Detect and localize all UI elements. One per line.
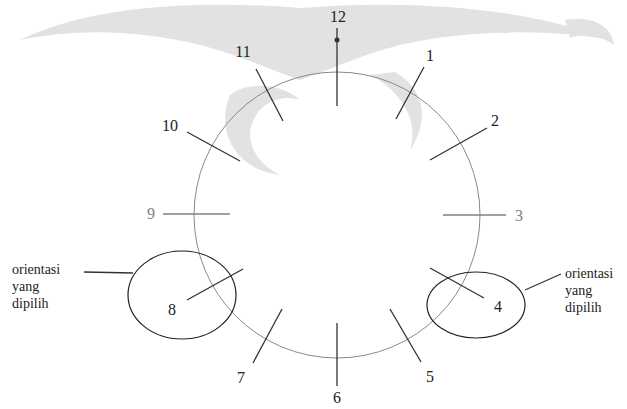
clock-number: 9 bbox=[147, 206, 155, 222]
ellipse-shape bbox=[128, 251, 236, 339]
clock-number: 8 bbox=[168, 302, 176, 318]
clock-number: 4 bbox=[494, 299, 502, 315]
clock-number: 10 bbox=[162, 118, 178, 134]
callout-note: orientasi yang dipilih bbox=[12, 262, 60, 312]
clock-circle bbox=[194, 72, 480, 358]
clock-number: 1 bbox=[426, 48, 434, 64]
leader-line bbox=[525, 274, 561, 290]
pin-dot bbox=[335, 38, 340, 43]
clock-number: 3 bbox=[515, 208, 523, 224]
clock-number: 11 bbox=[235, 44, 250, 60]
ellipse-outline bbox=[127, 250, 237, 340]
clock-number: 2 bbox=[491, 113, 499, 129]
callout-note: orientasi yang dipilih bbox=[565, 266, 613, 316]
tick-line bbox=[256, 69, 283, 121]
clock-number: 7 bbox=[237, 370, 245, 386]
tick-line bbox=[443, 214, 506, 215]
clock-number: 5 bbox=[426, 369, 434, 385]
clock-number: 12 bbox=[330, 9, 346, 25]
orientation-ellipse: 4 bbox=[426, 271, 526, 339]
tick-line bbox=[253, 309, 282, 363]
tick-line bbox=[390, 309, 421, 362]
tick-line bbox=[163, 213, 230, 214]
watermark-logo bbox=[20, 5, 614, 175]
watermark-curve bbox=[370, 72, 422, 150]
watermark-tip bbox=[565, 19, 614, 45]
watermark-eye bbox=[225, 86, 300, 175]
ellipse-outline bbox=[426, 271, 526, 339]
orientation-ellipse: 8 bbox=[127, 250, 237, 340]
ellipse-shape bbox=[427, 272, 525, 338]
leader-line bbox=[84, 272, 133, 273]
watermark-wing bbox=[20, 5, 610, 80]
tick-line bbox=[396, 67, 424, 119]
tick-line bbox=[336, 323, 337, 386]
tick-line bbox=[187, 132, 240, 161]
clock-number: 6 bbox=[333, 390, 341, 406]
tick-line bbox=[430, 128, 487, 160]
